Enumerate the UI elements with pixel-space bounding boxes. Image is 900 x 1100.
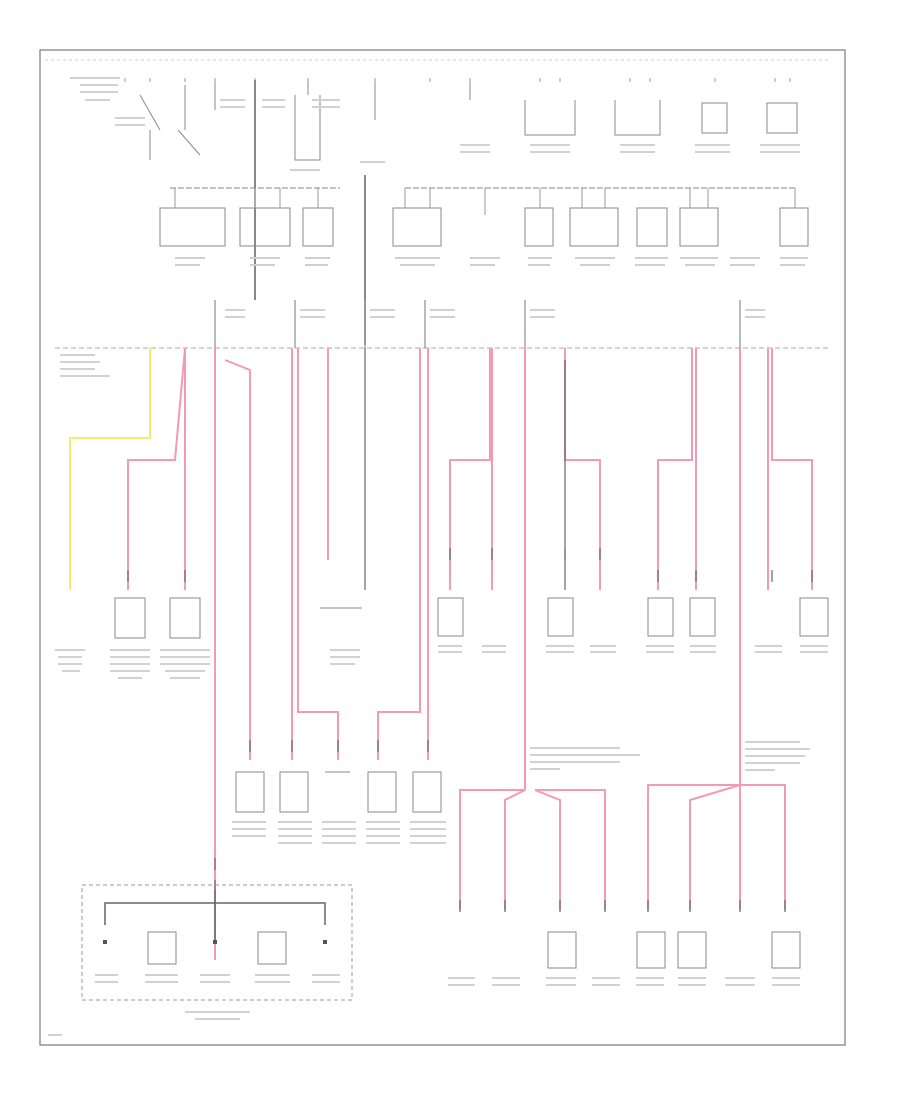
yellow-wire <box>69 348 151 590</box>
bottom-right-components <box>547 931 801 969</box>
top-row-tick-marks <box>124 78 791 82</box>
relay-feeder-wires <box>254 80 366 345</box>
relay-row <box>159 207 809 247</box>
top-switch-row <box>139 80 798 161</box>
junction-block-bullets <box>103 940 327 944</box>
junction-block-components <box>147 931 287 965</box>
pink-wire-harness <box>127 347 813 960</box>
relay-label-placeholders <box>175 257 808 266</box>
junction-block-box <box>81 884 353 1001</box>
lower-component-row <box>235 771 442 813</box>
component-label-placeholders <box>48 77 828 1036</box>
black-wires-lower <box>364 348 566 590</box>
middle-component-row <box>114 597 829 639</box>
connector-ticks <box>127 548 813 912</box>
relay-drops <box>174 188 796 215</box>
fuse-feeds <box>214 300 741 348</box>
diagram-frame <box>39 49 846 1046</box>
